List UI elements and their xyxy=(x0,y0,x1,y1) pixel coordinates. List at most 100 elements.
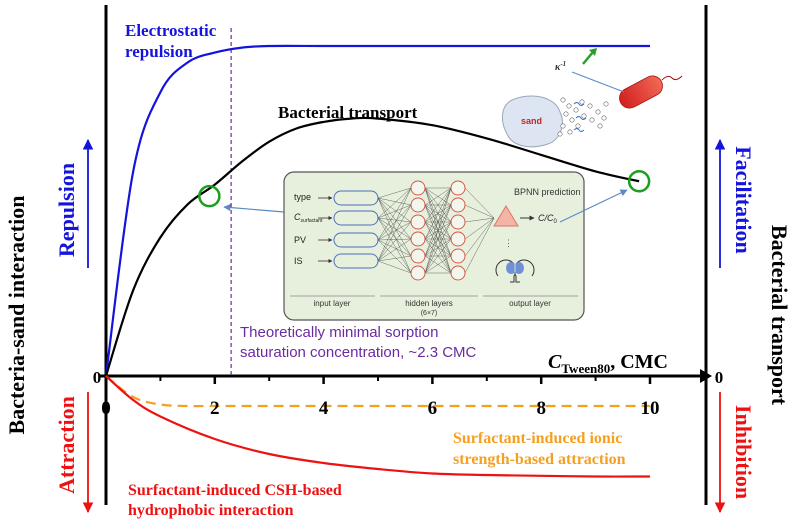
ion-dot xyxy=(566,103,572,109)
hidden-node xyxy=(450,197,466,213)
debye-length-arrow xyxy=(571,71,625,93)
nn-connection xyxy=(377,197,412,274)
brain-icon xyxy=(495,259,535,283)
bacterial-transport-line xyxy=(104,116,640,377)
nn-connection xyxy=(377,204,412,262)
input-label-is: IS xyxy=(294,256,303,266)
nn-connection xyxy=(424,238,452,274)
nn-connection xyxy=(424,204,452,274)
nn-connection xyxy=(377,204,412,241)
hidden-node xyxy=(410,180,426,196)
nn-connection xyxy=(464,204,495,219)
x-ticks xyxy=(104,376,652,384)
output-label: C/C0 xyxy=(538,213,558,225)
x-tick-label-2: 2 xyxy=(210,398,220,419)
output-label-main: C/C xyxy=(538,213,554,223)
ion-dot xyxy=(560,123,566,129)
x-tick-label-6: 6 xyxy=(428,398,438,419)
nn-connection xyxy=(377,187,412,241)
zero-left-label: 0 xyxy=(93,368,102,387)
x-axis-label-sub: Tween80 xyxy=(561,361,610,376)
hidden-node xyxy=(450,214,466,230)
output-vertical-dots: ⋮ xyxy=(504,238,513,248)
nn-connection xyxy=(424,187,452,223)
ion-dot xyxy=(563,111,569,117)
input-label-c-main: C xyxy=(294,212,301,222)
surfactant-tail xyxy=(573,128,585,132)
sand-bacteria-cartoon: sand κ-1 xyxy=(502,48,683,148)
ion-dot xyxy=(601,115,607,121)
hidden-node xyxy=(410,231,426,247)
nn-connection xyxy=(424,221,452,274)
bacterium xyxy=(619,75,663,109)
sand-label: sand xyxy=(521,116,542,126)
hydrophobic-label-2: hydrophobic interaction xyxy=(128,502,294,519)
inset-to-right-marker-arrow xyxy=(559,189,628,223)
input-node xyxy=(333,210,379,226)
ion-dot xyxy=(603,101,609,107)
y-axis-label-right: Bacterial transport xyxy=(767,225,792,406)
marker-circle-left xyxy=(198,184,221,208)
hidden-node xyxy=(410,197,426,213)
repulsion-label: Repulsion xyxy=(54,163,79,257)
bacterial-transport-label: Bacterial transport xyxy=(278,103,418,122)
inset-background xyxy=(283,171,585,321)
y-axis-label-left: Bacteria-sand interaction xyxy=(4,196,29,435)
nn-connection xyxy=(377,221,412,241)
ionic-attraction-label-2: strength-based attraction xyxy=(453,451,626,468)
output-layer-label: output layer xyxy=(509,299,551,308)
nn-connection xyxy=(377,239,412,274)
ion-dot xyxy=(595,109,601,115)
input-layer-label: input layer xyxy=(314,299,351,308)
hidden-node xyxy=(450,231,466,247)
ionic-attraction-label-1: Surfactant-induced ionic xyxy=(453,430,622,447)
hydrophobic-interaction-line xyxy=(105,375,651,478)
x-tick-label-4: 4 xyxy=(319,398,329,419)
electrostatic-repulsion-line xyxy=(104,44,650,377)
output-triangle xyxy=(493,205,519,227)
bpnn-inset: BPNN prediction type Csurfactant PV IS C… xyxy=(283,171,585,321)
nn-nodes xyxy=(333,180,466,281)
nn-connection xyxy=(377,187,412,219)
electrostatic-repulsion-label-1: Electrostatic xyxy=(125,21,217,40)
marker-circle-right xyxy=(627,170,651,193)
x-axis-arrowhead xyxy=(700,369,712,383)
ion-dot xyxy=(575,123,581,129)
hydrophobic-label-1: Surfactant-induced CSH-based xyxy=(128,482,342,499)
inhibition-label: Inhibition xyxy=(731,405,756,499)
green-up-arrow-icon xyxy=(582,51,594,65)
hidden-layer-label: hidden layers xyxy=(405,299,453,308)
ion-dot xyxy=(581,113,587,119)
x-tick-label-8: 8 xyxy=(536,398,546,419)
nn-connection xyxy=(377,197,412,240)
input-label-pv: PV xyxy=(294,235,306,245)
inset-title: BPNN prediction xyxy=(514,187,581,197)
hidden-node xyxy=(410,265,426,281)
green-up-arrowhead xyxy=(589,48,597,56)
input-label-type: type xyxy=(294,192,311,202)
bacterium-flagellum xyxy=(661,75,683,81)
nn-connections xyxy=(318,187,495,274)
ion-dot xyxy=(567,129,573,135)
nn-connection xyxy=(464,187,495,219)
nn-connection xyxy=(377,221,412,262)
ion-dot xyxy=(573,107,579,113)
nn-connection xyxy=(464,217,495,223)
ion-dot xyxy=(587,103,593,109)
nn-connection xyxy=(377,260,412,274)
x-tick-labels: 0 2 4 6 8 10 xyxy=(101,398,659,419)
x-axis-label-suffix: , CMC xyxy=(610,351,668,373)
nn-connection xyxy=(377,197,412,206)
nn-connection xyxy=(377,197,412,223)
input-node xyxy=(333,190,379,206)
nn-connection xyxy=(424,187,452,206)
input-node xyxy=(333,232,379,248)
nn-connection xyxy=(377,204,412,219)
nn-connection xyxy=(377,255,412,262)
nn-connection xyxy=(377,217,412,274)
nn-connection xyxy=(464,217,495,274)
nn-connection xyxy=(377,187,412,199)
attraction-label: Attraction xyxy=(54,396,79,494)
nn-connection xyxy=(377,197,412,257)
